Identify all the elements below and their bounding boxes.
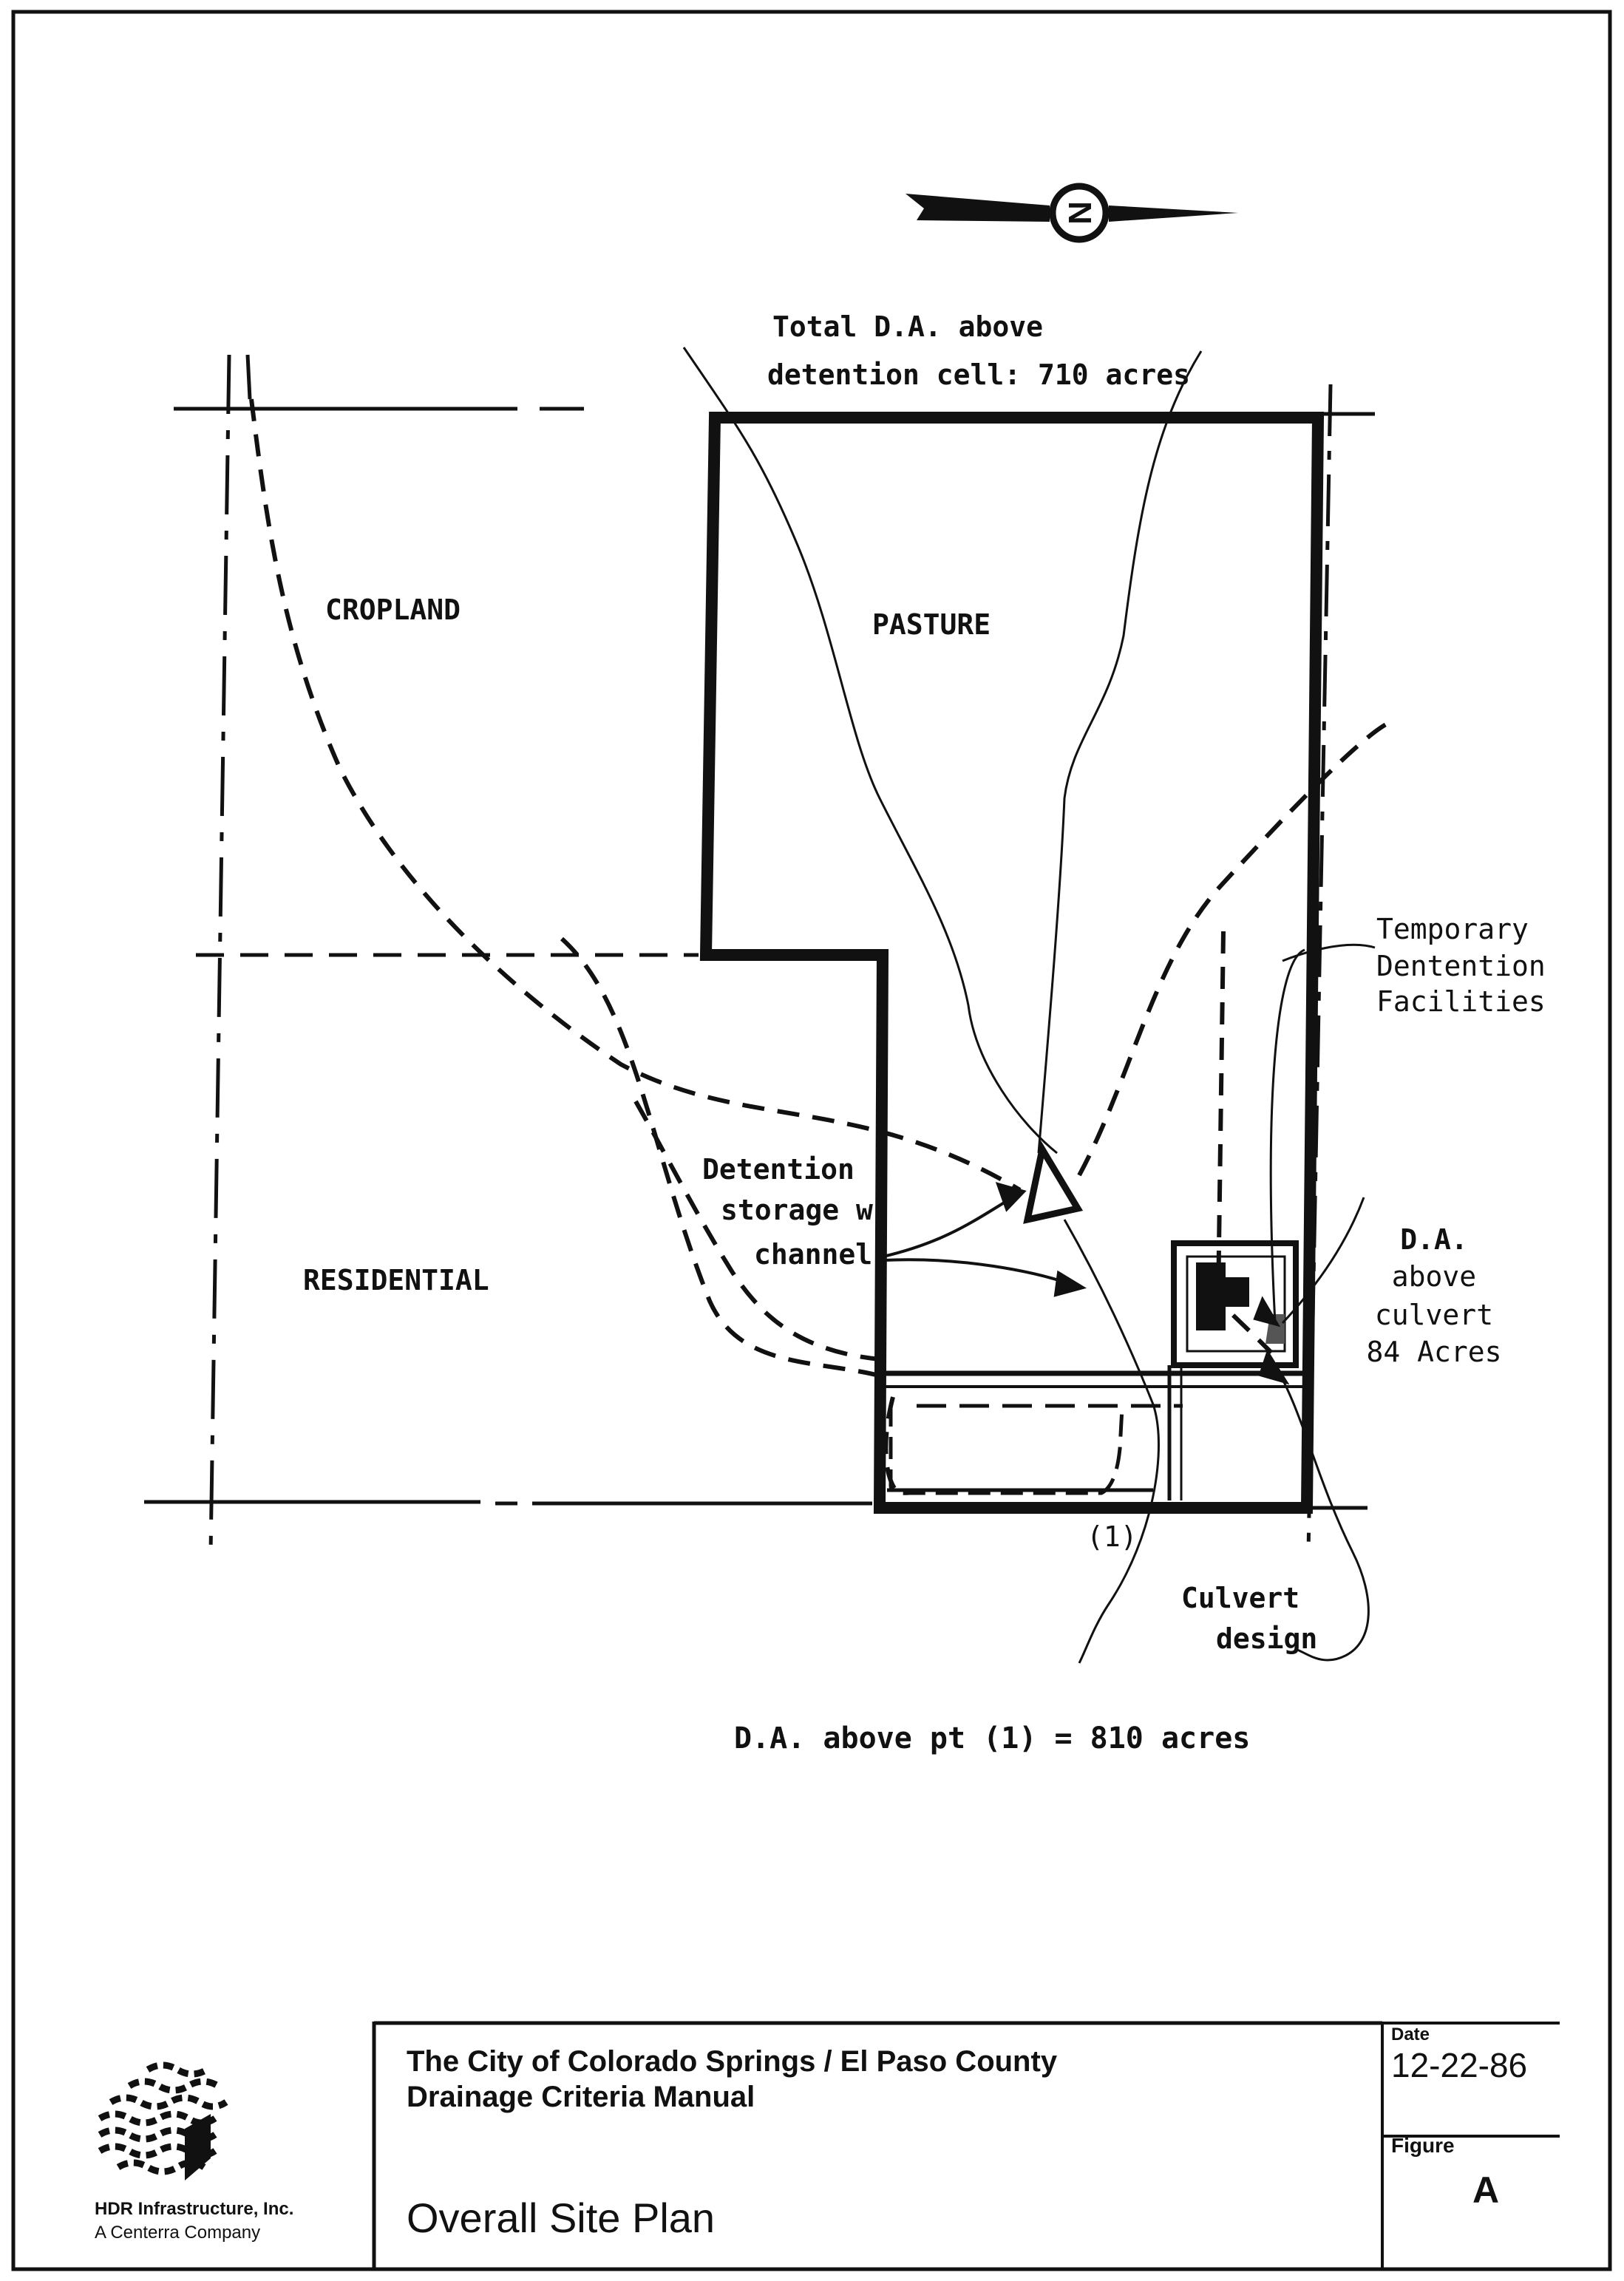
north-arrow-letter: N [1062,201,1098,225]
residential-label: RESIDENTIAL [303,1264,489,1296]
natural-channels [682,347,1370,1664]
hdr-tagline: A Centerra Company [95,2223,260,2243]
da-point-label: D.A. above pt (1) = 810 acres [734,1721,1250,1755]
date-value: 12-22-86 [1391,2046,1527,2084]
title-block-line1: The City of Colorado Springs / El Paso C… [407,2045,1058,2078]
culvert-structure [880,1240,1307,1500]
total-da-value: detention cell: 710 acres [767,358,1190,391]
temporary-label-3: Facilities [1376,985,1546,1018]
title-block: The City of Colorado Springs / El Paso C… [372,2021,1560,2269]
leader-arrows [883,1182,1290,1385]
culvert-design-label-1: Culvert [1181,1582,1299,1614]
cropland-label: CROPLAND [325,594,461,626]
detention-label-2: storage w [721,1194,873,1226]
temporary-label-1: Temporary [1376,913,1529,945]
hdr-company-name: HDR Infrastructure, Inc. [95,2199,293,2219]
da-culvert-label-1: D.A. [1400,1223,1468,1256]
map-labels: Total D.A. above detention cell: 710 acr… [303,310,1546,1755]
detention-cell-icon [1023,1140,1084,1224]
north-arrow-icon: N [906,183,1238,243]
sheet-border [11,10,1612,2271]
culvert-design-label-2: design [1216,1622,1317,1655]
figure-label: Figure [1391,2134,1455,2157]
title-block-line2: Drainage Criteria Manual [407,2081,755,2113]
da-culvert-label-4: 84 Acres [1366,1336,1501,1368]
drainage-basin-boundaries [249,398,1387,1495]
date-label: Date [1391,2025,1430,2044]
da-culvert-label-3: culvert [1375,1299,1493,1331]
figure-value: A [1472,2169,1499,2211]
sheet-title: Overall Site Plan [407,2195,715,2241]
da-culvert-label-2: above [1392,1260,1476,1293]
temporary-leader [1282,943,1376,962]
property-boundary [699,412,1325,1514]
hdr-logo: HDR Infrastructure, Inc. A Centerra Comp… [95,2061,293,2243]
temporary-label-2: Dentention [1376,950,1546,982]
detention-label-1: Detention [702,1153,855,1186]
point-one-label: (1) [1087,1520,1138,1553]
detention-label-3: channel [754,1238,872,1271]
total-da-label: Total D.A. above [772,310,1043,343]
pasture-label: PASTURE [872,608,991,641]
